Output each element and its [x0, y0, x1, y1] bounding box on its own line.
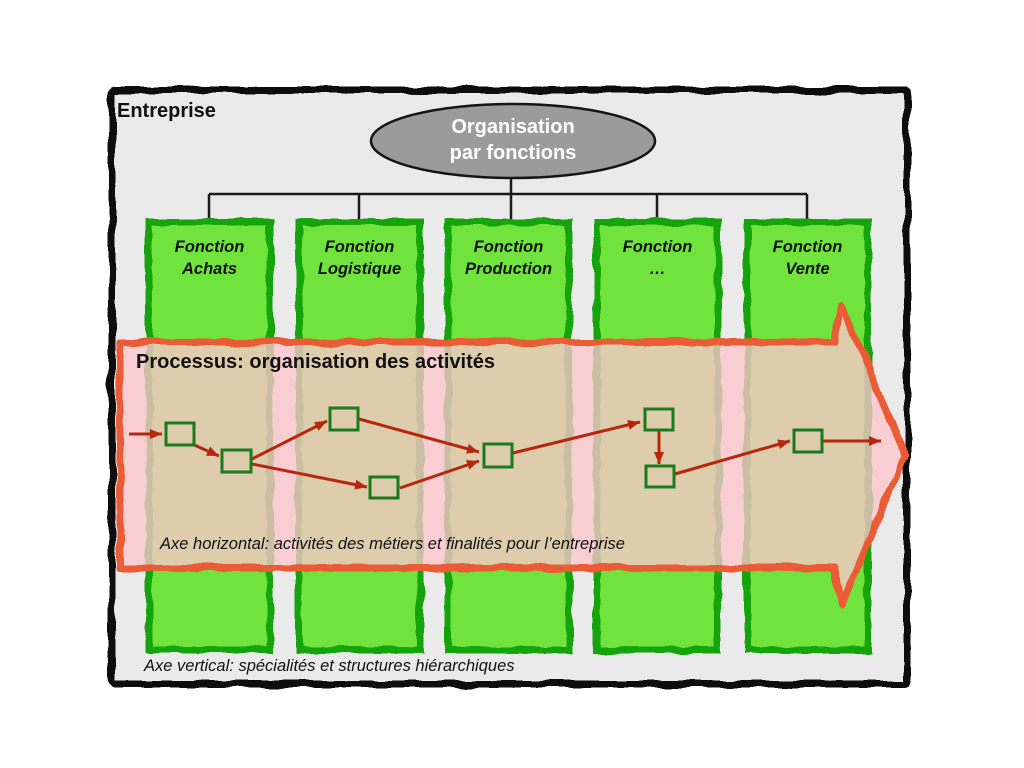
column-label-vente: Fonction Vente: [772, 238, 843, 278]
column-label-achats: Fonction Achats: [174, 238, 245, 278]
process-step-4: [368, 475, 400, 500]
org-ellipse: [369, 102, 657, 180]
process-step-7: [644, 464, 676, 489]
process-steps: [164, 406, 824, 500]
flow-arrow-1-2: [191, 442, 220, 458]
org-chart-connector: [207, 178, 809, 222]
process-step-3: [328, 406, 360, 432]
horizontal-axis-caption: Axe horizontal: activités des métiers et…: [160, 535, 625, 553]
process-step-6: [643, 407, 675, 432]
process-flow-arrows: [129, 417, 881, 490]
flow-arrow-5-6: [512, 419, 641, 455]
org-ellipse-label: Organisation par fonctions: [449, 116, 577, 164]
process-step-5: [482, 442, 514, 469]
process-step-1: [164, 421, 196, 447]
flow-arrow-2-4: [251, 462, 368, 490]
flow-arrow-4-5: [399, 459, 480, 490]
column-label-logistique: Fonction Logistique: [317, 238, 402, 278]
flow-arrow-3-5: [358, 417, 480, 454]
enterprise-title: Entreprise: [117, 100, 216, 122]
process-band-title: Processus: organisation des activités: [136, 351, 496, 373]
column-label-dots: Fonction …: [622, 238, 693, 278]
flow-arrow-7-8: [674, 439, 791, 476]
process-step-2: [220, 448, 253, 474]
column-label-production: Fonction Production: [464, 238, 553, 278]
process-step-8: [792, 428, 824, 454]
flow-arrow-2-3: [251, 419, 328, 461]
vertical-axis-caption: Axe vertical: spécialités et structures …: [144, 657, 515, 675]
